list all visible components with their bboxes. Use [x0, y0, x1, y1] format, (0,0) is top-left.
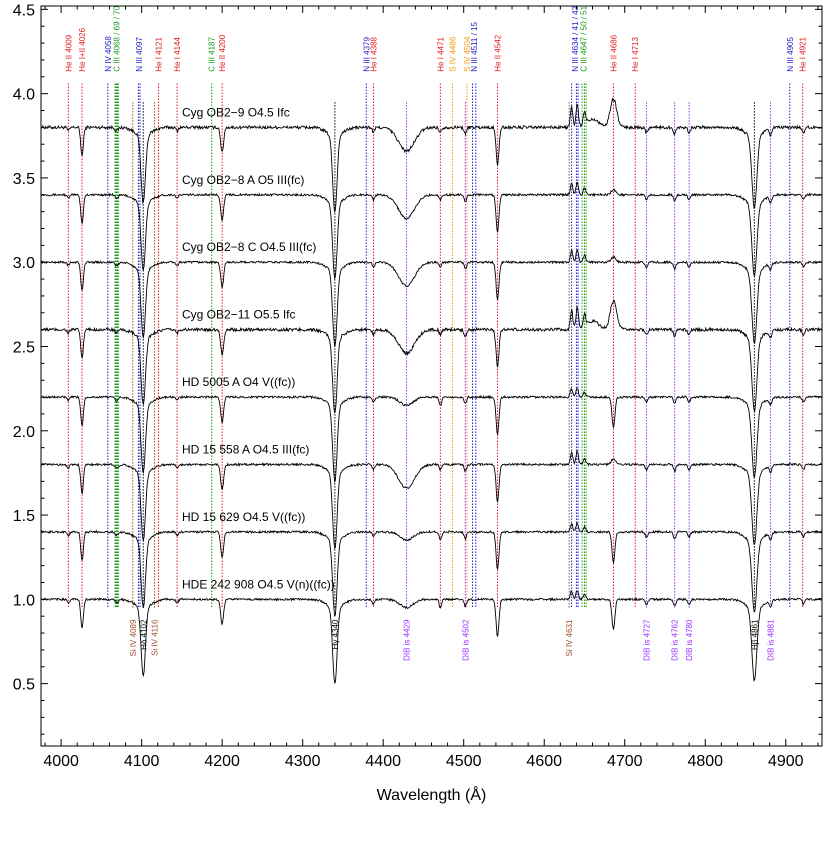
spectrum-label: Cyg OB2−8 C O4.5 III(fc)	[182, 240, 316, 254]
x-tick-label: 4900	[768, 753, 804, 770]
y-tick-label: 3.5	[13, 171, 35, 188]
spectrum-label: Cyg OB2−9 O4.5 Ifc	[182, 105, 290, 119]
line-label-top: C III 4068 / 69 / 70	[113, 5, 122, 71]
line-label-top: S IV 4486	[448, 36, 457, 72]
line-label-top: He II 4009	[64, 34, 73, 71]
line-label-bottom: DIB is 4727	[642, 619, 651, 661]
y-tick-label: 4.5	[13, 2, 35, 19]
spectrum-label: HDE 242 908 O4.5 V(n)((fc))	[182, 577, 335, 591]
spectrum-label: HD 15 558 A O4.5 III(fc)	[182, 442, 309, 456]
line-label-top: He II 4200	[218, 34, 227, 71]
spectra-layer	[40, 97, 823, 685]
line-label-bottom: DIB is 4881	[766, 619, 775, 661]
line-label-top: C III 4187	[208, 37, 217, 72]
line-label-top: N IV 4058	[104, 36, 113, 72]
line-label-top: He I+II 4026	[78, 27, 87, 71]
line-label-bottom: Hγ 4340	[331, 619, 340, 649]
line-label-top: N III 4511 / 15	[470, 22, 479, 72]
line-label-bottom: Si IV 4631	[565, 619, 574, 656]
y-tick-label: 3.0	[13, 255, 35, 272]
spectrum-line	[40, 589, 822, 685]
line-label-bottom: Si IV 4116	[151, 619, 160, 656]
spectrum-line	[40, 449, 822, 550]
x-tick-label: 4200	[204, 753, 240, 770]
spectrum-label: Cyg OB2−11 O5.5 Ifc	[182, 308, 296, 322]
line-label-top: N III 4097	[135, 37, 144, 72]
line-label-bottom: DIB is 4429	[403, 619, 412, 661]
line-label-bottom: DIB is 4780	[685, 619, 694, 661]
x-tick-label: 4600	[526, 753, 562, 770]
line-label-top: He I 4713	[631, 36, 640, 71]
line-label-top: He I 4121	[155, 36, 164, 71]
y-tick-label: 0.5	[13, 677, 35, 694]
spectrum-label: HD 5005 A O4 V((fc))	[182, 375, 295, 389]
y-tick-label: 2.5	[13, 340, 35, 357]
line-label-top: He I 4471	[436, 36, 445, 71]
line-label-top: N III 4379	[362, 37, 371, 72]
spectrum-label: Cyg OB2−8 A O5 III(fc)	[182, 173, 304, 187]
line-label-bottom: Si IV 4089	[129, 619, 138, 656]
x-tick-label: 4500	[446, 753, 482, 770]
line-label-top: C III 4647 / 50 / 51	[580, 5, 589, 71]
line-label-top: N III 4905	[786, 37, 795, 72]
x-tick-label: 4700	[607, 753, 643, 770]
y-tick-label: 4.0	[13, 87, 35, 104]
x-axis-title: Wavelength (Å)	[377, 785, 487, 804]
line-label-top: N III 4634 / 41 / 42	[571, 5, 580, 71]
line-label-bottom: Hβ 4861	[750, 619, 759, 650]
x-tick-label: 4100	[124, 753, 160, 770]
y-tick-label: 2.0	[13, 424, 35, 441]
line-label-bottom: Hδ 4102	[139, 619, 148, 650]
spectrum-label: HD 15 629 O4.5 V((fc))	[182, 510, 305, 524]
x-tick-label: 4300	[285, 753, 321, 770]
y-tick-label: 1.5	[13, 508, 35, 525]
x-tick-label: 4000	[43, 753, 79, 770]
marker-lines-layer	[67, 83, 804, 608]
line-label-top: He I 4388	[370, 36, 379, 71]
line-label-top: He I 4921	[799, 36, 808, 71]
spectrum-line	[40, 387, 823, 484]
line-label-bottom: DIB is 4502	[461, 619, 470, 661]
x-tick-label: 4800	[687, 753, 723, 770]
spectrum-line	[40, 521, 823, 617]
line-label-top: He I 4144	[173, 36, 182, 71]
spectrum-line	[40, 97, 822, 213]
line-label-bottom: DIB is 4762	[671, 619, 680, 661]
spectrum-line	[40, 299, 823, 414]
spectrum-line	[40, 249, 822, 347]
x-tick-label: 4400	[365, 753, 401, 770]
line-label-top: He II 4686	[609, 34, 618, 71]
y-tick-label: 1.0	[13, 592, 35, 609]
line-label-top: He II 4542	[494, 34, 503, 71]
line-label-top: S IV 4504	[463, 36, 472, 72]
spectrum-line	[40, 181, 823, 281]
axes-layer: 4000 4100 4200 4300 4400 4500 4600 4700 4800 4900…	[13, 2, 822, 770]
